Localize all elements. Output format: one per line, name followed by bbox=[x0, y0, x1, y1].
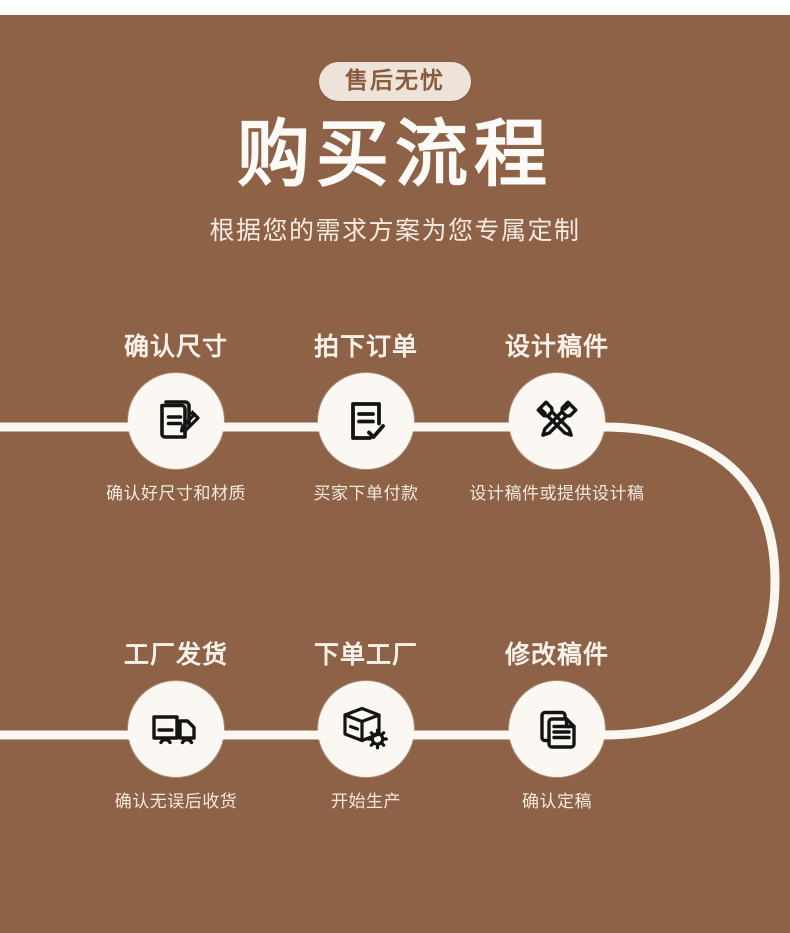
step-factory-shipping[interactable]: 工厂发货 确认无误后收货 bbox=[81, 641, 271, 811]
step-icon-circle[interactable] bbox=[128, 373, 224, 469]
checklist-check-icon bbox=[338, 393, 394, 449]
step-caption: 确认好尺寸和材质 bbox=[106, 484, 246, 503]
page-subtitle: 根据您的需求方案为您专属定制 bbox=[209, 217, 581, 245]
step-factory-order[interactable]: 下单工厂 开始生产 bbox=[271, 641, 461, 811]
step-caption: 确认无误后收货 bbox=[114, 792, 238, 811]
step-icon-circle[interactable] bbox=[509, 373, 605, 469]
step-title: 工厂发货 bbox=[123, 641, 228, 669]
step-caption: 开始生产 bbox=[331, 792, 401, 811]
step-confirm-size[interactable]: 确认尺寸 确认好尺寸和材质 bbox=[81, 333, 271, 503]
step-icon-circle[interactable] bbox=[128, 681, 224, 777]
box-gear-icon bbox=[337, 700, 395, 758]
delivery-truck-icon bbox=[147, 700, 205, 758]
step-title: 拍下订单 bbox=[313, 333, 418, 361]
step-title: 修改稿件 bbox=[504, 641, 609, 669]
step-title: 下单工厂 bbox=[313, 641, 418, 669]
step-icon-circle[interactable] bbox=[509, 681, 605, 777]
step-place-order[interactable]: 拍下订单 买家下单付款 bbox=[271, 333, 461, 503]
crossed-pens-icon bbox=[528, 392, 586, 450]
step-icon-circle[interactable] bbox=[318, 681, 414, 777]
step-caption: 确认定稿 bbox=[522, 792, 592, 811]
step-design-draft[interactable]: 设计稿件 设计稿件或提供设计稿 bbox=[462, 333, 652, 503]
step-title: 确认尺寸 bbox=[123, 333, 228, 361]
step-caption: 设计稿件或提供设计稿 bbox=[469, 484, 645, 503]
step-icon-circle[interactable] bbox=[318, 373, 414, 469]
document-pen-icon bbox=[148, 393, 204, 449]
stacked-documents-icon bbox=[529, 701, 585, 757]
after-sales-badge: 售后无忧 bbox=[319, 62, 471, 101]
step-title: 设计稿件 bbox=[504, 333, 609, 361]
step-revise-draft[interactable]: 修改稿件 确认定稿 bbox=[462, 641, 652, 811]
page-title: 购买流程 bbox=[237, 114, 553, 195]
step-caption: 买家下单付款 bbox=[313, 484, 419, 503]
